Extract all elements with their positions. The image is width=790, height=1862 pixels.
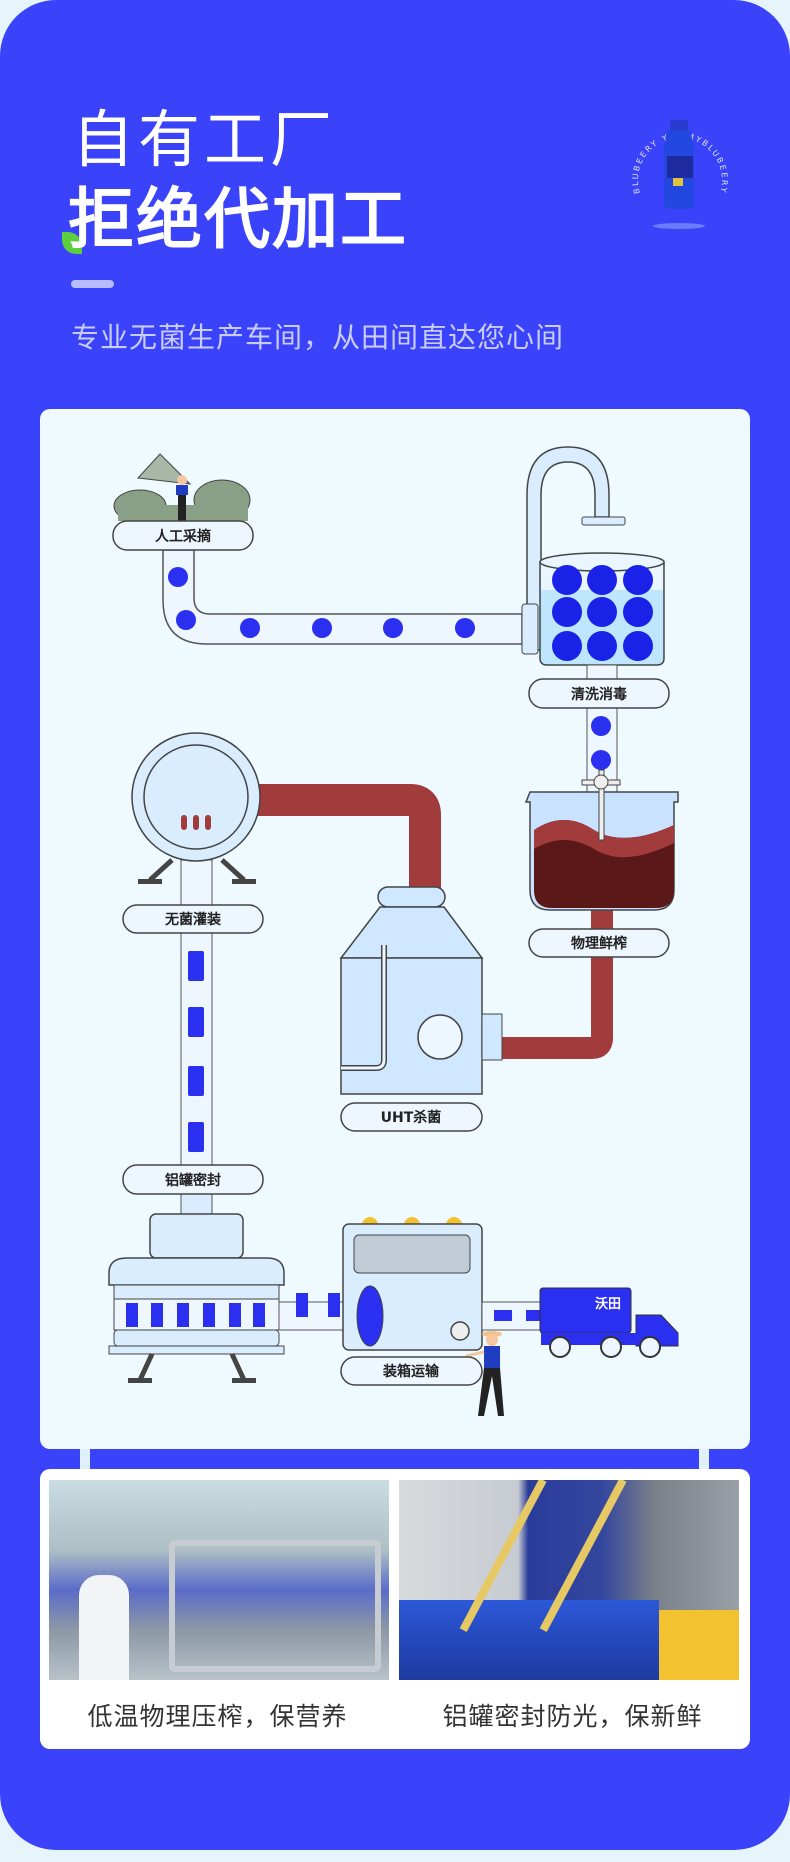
photo-panel: 低温物理压榨，保营养 铝罐密封防光，保新鲜 [40, 1469, 750, 1749]
sealing-machine [149, 1213, 244, 1259]
step-label-shipping: 装箱运输 [382, 1363, 440, 1380]
juice-pipe [482, 910, 613, 1059]
delivery-truck: 沃田 [539, 1287, 679, 1358]
photo-caption-left: 低温物理压榨，保营养 [87, 1702, 348, 1731]
blueberries-conveyor [168, 567, 475, 638]
photo-caption-right: 铝罐密封防光，保新鲜 [442, 1702, 703, 1731]
step-labels: 人工采摘 清洗消毒 物理鲜榨 UHT杀菌 无菌灌装 铝罐密封 装箱运输 [112, 520, 670, 1386]
step-label-washing: 清洗消毒 [571, 686, 627, 703]
process-diagram: 沃田 人工采摘 清洗消毒 物理鲜榨 UHT杀菌 无菌灌装 铝罐密封 装箱运输 [108, 446, 679, 1416]
juice-pipe [255, 784, 441, 890]
step-label-pressing: 物理鲜榨 [571, 935, 627, 952]
bush-illustration [113, 453, 251, 523]
bottle-logo: BLUBEERY YUMMYBLUBEERY [631, 120, 727, 229]
step-label-filling: 无菌灌装 [164, 911, 222, 928]
connector [80, 1449, 90, 1469]
shower-head [581, 516, 626, 526]
page-title-line2: 拒绝代加工 [68, 181, 408, 258]
cans-sealing [126, 1303, 265, 1327]
truck-label: 沃田 [595, 1296, 621, 1312]
cans-vertical [188, 951, 204, 1152]
page-title-line1: 自有工厂 [72, 103, 337, 176]
connector [699, 1449, 709, 1469]
blueberries-tank [552, 565, 653, 661]
title-divider [71, 280, 114, 288]
leaf-icon [62, 232, 82, 254]
step-label-sealing: 铝罐密封 [165, 1172, 221, 1189]
step-label-uht: UHT杀菌 [381, 1109, 442, 1126]
page-subtitle: 专业无菌生产车间，从田间直达您心间 [71, 321, 565, 354]
worker-figure [465, 1331, 504, 1416]
uht-machine [339, 906, 484, 959]
canning-line-photo [399, 1480, 739, 1680]
pressing-machine-photo [49, 1480, 389, 1680]
step-label-picking: 人工采摘 [155, 528, 211, 545]
